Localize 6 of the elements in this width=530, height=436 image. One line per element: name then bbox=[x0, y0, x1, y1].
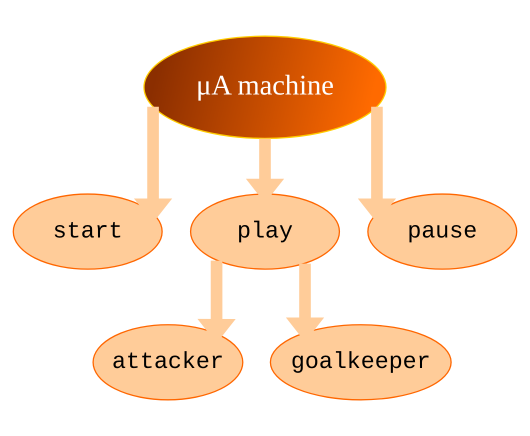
node-ellipse: start bbox=[12, 193, 163, 270]
node-ellipse: play bbox=[190, 193, 340, 270]
node-ellipse: goalkeeper bbox=[270, 324, 452, 400]
node-ellipse: attacker bbox=[92, 324, 244, 400]
node-ellipse: pause bbox=[367, 193, 518, 270]
node-ellipse: μA machine bbox=[143, 36, 387, 140]
